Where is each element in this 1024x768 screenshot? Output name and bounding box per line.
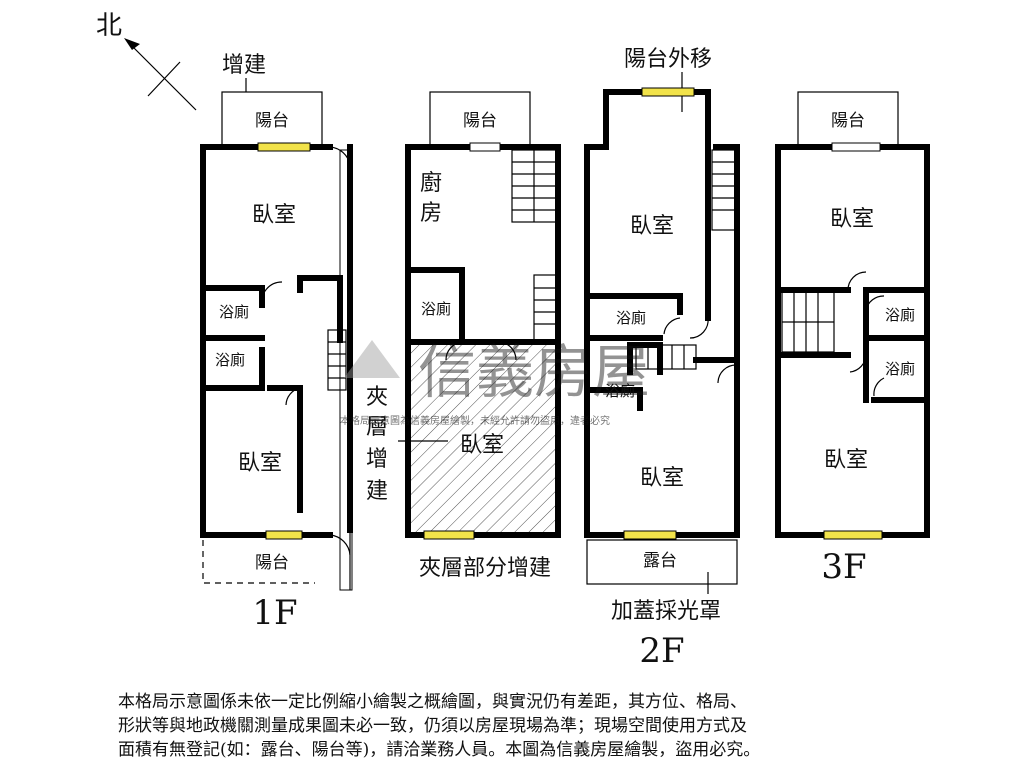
label-3f-bedroom-top: 臥室 xyxy=(830,207,874,232)
window-3f-bottom xyxy=(823,530,883,540)
label-2f-bath-1: 浴廁 xyxy=(616,309,646,327)
label-3f-bath-2: 浴廁 xyxy=(885,360,915,378)
label-2f-bath-2: 浴廁 xyxy=(605,382,635,400)
stairs-3f xyxy=(781,291,835,353)
label-3f-balcony-top: 陽台 xyxy=(831,111,865,131)
window-1f-top xyxy=(257,142,311,152)
svg-text:夾: 夾 xyxy=(366,385,388,410)
label-2f-bedroom-top: 臥室 xyxy=(630,214,674,239)
terrace-2f xyxy=(586,539,738,585)
label-1f-balcony-bottom: 陽台 xyxy=(255,553,289,573)
label-mezz-caption: 夾層部分增建 xyxy=(419,556,551,581)
disclaimer-line-3: 面積有無登記(如：露台、陽台等)，請洽業務人員。本圖為信義房屋繪製，盜用必究。 xyxy=(118,740,761,760)
window-1f-bottom xyxy=(265,530,303,540)
label-3f-bath-1: 浴廁 xyxy=(885,306,915,324)
north-label: 北 xyxy=(96,11,122,41)
label-mezz-bedroom: 臥室 xyxy=(460,433,504,458)
stairs-2f-lower xyxy=(635,344,697,370)
watermark-logo-icon xyxy=(344,340,400,378)
svg-text:建: 建 xyxy=(366,479,388,504)
stairs-mezz-lower xyxy=(533,274,557,342)
label-1f-balcony-top: 陽台 xyxy=(255,111,289,131)
floor-plan-2f: 陽台外移 露台 臥室 浴廁 浴廁 臥室 加蓋採光罩 xyxy=(584,47,740,671)
label-1f-bedroom-top: 臥室 xyxy=(252,203,296,228)
north-compass: 北 xyxy=(96,11,197,111)
stairs-2f-upper xyxy=(711,149,737,231)
disclaimer-line-1: 本格局示意圖係未依一定比例縮小繪製之概繪圖，與實況仍有差距，其方位、格局、 xyxy=(118,692,747,712)
window-2f-bottom xyxy=(623,530,677,540)
label-mezz-addition-vertical: 夾 層 增 建 xyxy=(366,385,388,504)
label-mezz-balcony-top: 陽台 xyxy=(463,111,497,131)
floor-title-1f: 1F xyxy=(252,593,297,633)
label-1f-bath-1: 浴廁 xyxy=(219,303,249,321)
svg-text:增: 增 xyxy=(366,447,388,472)
disclaimer-line-2: 形狀等與地政機關測量成果圖未必一致，仍須以房屋現場為準；現場空間使用方式及 xyxy=(118,716,747,736)
stairs-1f xyxy=(327,329,347,391)
label-1f-bath-2: 浴廁 xyxy=(215,351,245,369)
floor-title-2f: 2F xyxy=(639,631,684,671)
watermark-notice: 本格局示意圖為信義房屋繪製，未經允許請勿盜用，違者必究 xyxy=(340,414,610,427)
disclaimer-text: 本格局示意圖係未依一定比例縮小繪製之概繪圖，與實況仍有差距，其方位、格局、 形狀… xyxy=(118,690,918,762)
watermark: 信義房屋 本格局示意圖為信義房屋繪製，未經允許請勿盜用，違者必究 xyxy=(340,338,650,427)
svg-text:層: 層 xyxy=(366,415,388,440)
label-3f-bedroom-bottom: 臥室 xyxy=(824,448,868,473)
label-2f-bedroom-bottom: 臥室 xyxy=(640,466,684,491)
window-mezz-bottom xyxy=(423,530,475,540)
label-2f-balcony-moved: 陽台外移 xyxy=(624,47,712,72)
label-mezz-kitchen-1: 廚 xyxy=(420,171,442,196)
label-1f-bedroom-bottom: 臥室 xyxy=(238,451,282,476)
label-1f-addition: 增建 xyxy=(222,53,266,78)
floor-plan-3f: 陽台 臥室 浴廁 浴廁 臥室 3F xyxy=(775,91,930,587)
floor-plan-mezzanine: 陽台 廚 房 浴廁 臥室 夾 層 xyxy=(366,91,561,581)
floor-title-3f: 3F xyxy=(821,547,866,587)
mezzanine-hatched-area xyxy=(408,342,556,534)
floor-plan-1f: 陽台 增建 陽台 臥室 浴廁 浴廁 臥室 1F xyxy=(200,53,353,633)
label-2f-skylight: 加蓋採光罩 xyxy=(611,599,721,624)
label-2f-terrace: 露台 xyxy=(643,551,677,571)
label-mezz-bath: 浴廁 xyxy=(421,300,451,318)
balcony-1f-bottom xyxy=(202,540,315,584)
window-2f-top xyxy=(641,87,695,97)
watermark-brand: 信義房屋 xyxy=(418,338,650,406)
label-mezz-kitchen-2: 房 xyxy=(420,201,442,226)
stairs-mezz-upper xyxy=(511,149,557,223)
